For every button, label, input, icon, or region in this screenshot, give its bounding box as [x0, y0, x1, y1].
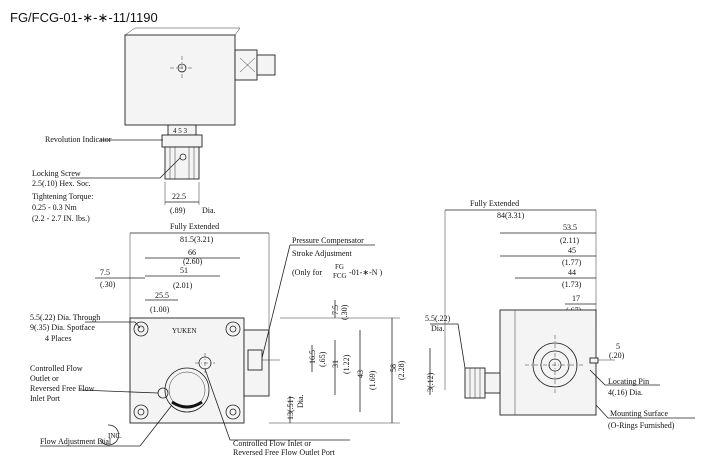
side-view-body — [499, 309, 597, 416]
label-locking-screw: Locking Screw — [32, 169, 81, 178]
s44: 44 — [568, 268, 576, 277]
front-fully-extended: Fully Extended — [170, 222, 219, 231]
s3: 3(.12) — [426, 372, 435, 392]
s5_5-dia: Dia. — [431, 324, 445, 333]
s17: 17 — [572, 294, 580, 303]
label-tightening-torque: Tightening Torque: — [32, 192, 93, 201]
v16_5: 16.5 — [308, 350, 317, 364]
s44-in: (1.73) — [562, 280, 582, 289]
label-inc: INC. — [108, 432, 122, 440]
front-view: Fully Extended 81.5(3.21) 66 (2.60) 51 (… — [30, 222, 406, 457]
label-fg: FG — [335, 263, 344, 271]
label-stroke-adjustment: Stroke Adjustment — [292, 249, 353, 258]
dim7_5: 7.5 — [100, 268, 110, 277]
v43-in: (1.69) — [368, 370, 377, 390]
knob-dim: 22.5 — [172, 192, 186, 201]
revolution-indicator-ring — [161, 134, 203, 148]
dim51-in: (2.01) — [173, 281, 193, 290]
mount-hole-bl — [133, 404, 149, 420]
dim66: 66 — [188, 248, 196, 257]
side-view: Fully Extended 84(3.31) 53.5 (2.11) 45 (… — [425, 199, 695, 430]
label-hex-socket: 2.5(.10) Hex. Soc. — [32, 179, 91, 188]
dim7_5-in: (.30) — [100, 280, 116, 289]
label-cf-outlet-2: Outlet or — [30, 374, 59, 383]
v16_5-in: (.65) — [318, 351, 327, 367]
front-width-dim: 81.5(3.21) — [180, 235, 214, 244]
label-pressure-compensator: Pressure Compensator — [292, 236, 364, 245]
yuken-logo: YUKEN — [172, 327, 197, 335]
label-o-rings: (O-Rings Furnished) — [608, 421, 675, 430]
s5: 5 — [616, 342, 620, 351]
pc-adjuster — [247, 349, 263, 371]
dim66-in: (2.60) — [183, 257, 203, 266]
locking-screw-hole — [179, 153, 187, 161]
s5_5: 5.5(.22) — [425, 314, 451, 323]
mount-hole-tl — [133, 321, 149, 337]
top-view: 4 5 3 Revolution Indicator Locking Screw… — [32, 27, 276, 223]
label-revolution-indicator: Revolution Indicator — [45, 135, 112, 144]
top-view-body — [124, 34, 236, 126]
dial-digits: 4 5 3 — [173, 127, 188, 135]
v58-in: (2.28) — [397, 360, 406, 380]
label-cf-outlet-3: Reversed Free Flow — [30, 384, 95, 393]
dim51: 51 — [180, 266, 188, 275]
v7_5-in: (.30) — [340, 304, 349, 320]
s53_5-in: (2.11) — [560, 236, 579, 245]
side-fully-extended: Fully Extended — [470, 199, 519, 208]
v58: 58 — [389, 364, 398, 372]
dim25_5: 25.5 — [155, 291, 169, 300]
s45-in: (1.77) — [562, 258, 582, 267]
label-mounting-surface: Mounting Surface — [610, 409, 668, 418]
v13-dia: Dia. — [296, 394, 305, 408]
s53_5: 53.5 — [563, 223, 577, 232]
label-torque-inlbs: (2.2 - 2.7 IN. lbs.) — [32, 214, 90, 223]
label-locating-pin-dia: 4(.16) Dia. — [608, 388, 643, 397]
v13: 13(.51) — [286, 396, 295, 420]
knob-dia: Dia. — [202, 206, 216, 215]
label-hole-spotface: 9(.35) Dia. Spotface — [30, 323, 95, 332]
v31: 31 — [331, 360, 340, 368]
knob-dim-in: (.89) — [170, 206, 186, 215]
label-flow-adjustment-dial: Flow Adjustment Dial — [40, 437, 112, 446]
label-cf-inlet-2: Reversed Free Flow Outlet Port — [233, 448, 336, 457]
label-locating-pin: Locating Pin — [608, 377, 649, 386]
label-only-for: (Only for — [292, 268, 322, 277]
v31-in: (1.22) — [342, 354, 351, 374]
side-84: 84(3.31) — [497, 211, 525, 220]
s5-in: (.20) — [609, 351, 625, 360]
label-hole-through: 5.5(.22) Dia. Through — [30, 313, 100, 322]
flow-adjustment-dial — [164, 367, 210, 413]
label-cf-outlet-1: Controlled Flow — [30, 364, 83, 373]
label-fcg: FCG — [333, 272, 347, 280]
v43: 43 — [356, 370, 365, 378]
top-view-fitting — [256, 54, 276, 76]
drawing-title: FG/FCG-01-∗-∗-11/1190 — [10, 10, 158, 25]
mount-hole-br — [225, 404, 241, 420]
dim25_5-in: (1.00) — [150, 305, 170, 314]
adjustment-knob — [164, 146, 200, 180]
label-model-n: -01-∗-N ) — [349, 268, 382, 277]
label-torque-nm: 0.25 - 0.3 Nm — [32, 203, 77, 212]
label-cf-inlet-1: Controlled Flow Inlet or — [233, 439, 311, 448]
label-hole-places: 4 Places — [45, 334, 71, 343]
label-cf-outlet-4: Inlet Port — [30, 394, 61, 403]
mount-hole-tr — [225, 321, 241, 337]
s45: 45 — [568, 246, 576, 255]
v7_5: 7.5 — [331, 305, 340, 315]
locating-pin — [589, 357, 599, 364]
